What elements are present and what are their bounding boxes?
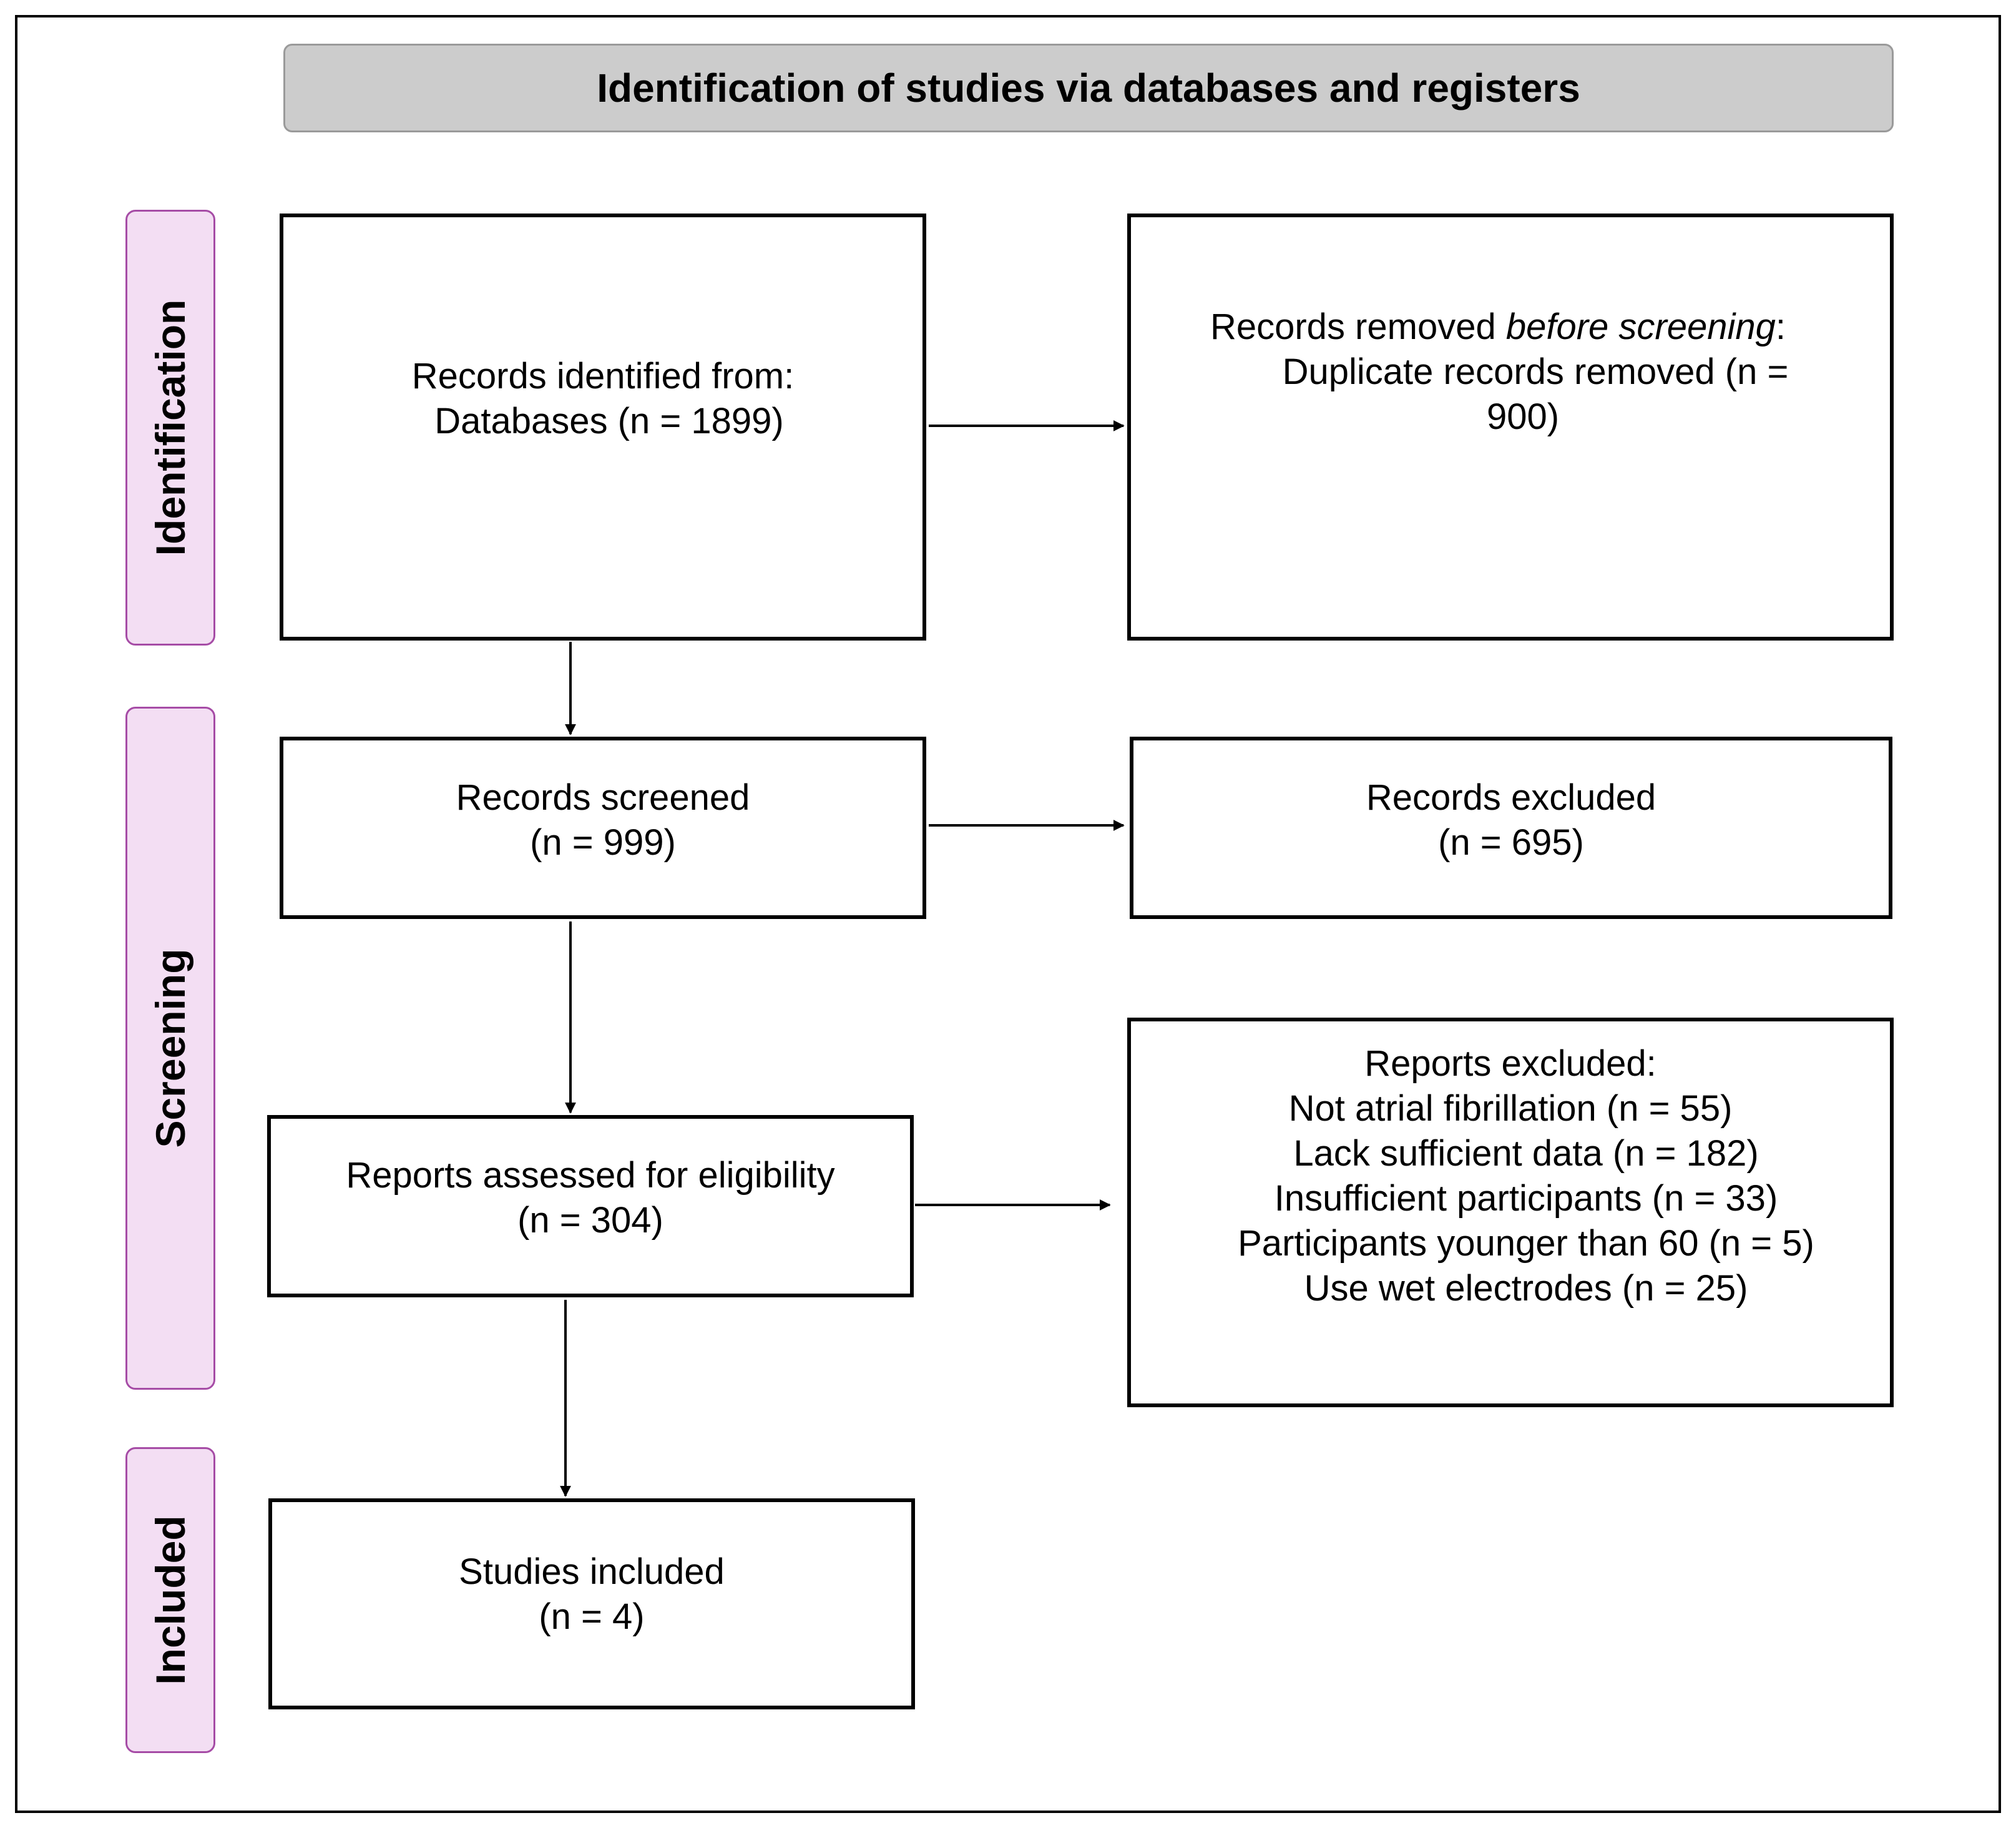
reports-assessed-box: Reports assessed for eligibility (n = 30… [267, 1115, 914, 1297]
records-screened-label: Records screened [456, 777, 750, 818]
header-banner: Identification of studies via databases … [283, 44, 1894, 132]
phase-identification: Identification [125, 210, 215, 646]
figure-frame [15, 15, 2001, 1813]
reports-excluded-reason: Lack sufficient data (n = 182) [1293, 1133, 1759, 1174]
studies-included-box: Studies included (n = 4) [268, 1498, 915, 1709]
reports-excluded-box: Reports excluded: Not atrial fibrillatio… [1127, 1018, 1894, 1407]
phase-screening: Screening [125, 707, 215, 1390]
records-removed-heading: Records removed before screening: [1210, 307, 1786, 347]
records-removed-duplicates: Duplicate records removed (n = [1282, 351, 1789, 392]
records-excluded-label: Records excluded [1366, 777, 1656, 818]
records-removed-box: Records removed before screening: Duplic… [1127, 214, 1894, 641]
reports-excluded-reason: Not atrial fibrillation (n = 55) [1288, 1088, 1733, 1129]
records-excluded-count: (n = 695) [1438, 822, 1584, 863]
reports-excluded-title: Reports excluded: [1364, 1043, 1656, 1084]
records-screened-box: Records screened (n = 999) [280, 737, 926, 919]
reports-assessed-label: Reports assessed for eligibility [346, 1155, 835, 1196]
phase-included: Included [125, 1447, 215, 1753]
records-identified-box: Records identified from: Databases (n = … [280, 214, 926, 641]
records-identified-heading: Records identified from: [411, 356, 795, 396]
records-excluded-box: Records excluded (n = 695) [1130, 737, 1892, 919]
reports-assessed-count: (n = 304) [517, 1200, 663, 1241]
reports-excluded-reason: Use wet electrodes (n = 25) [1304, 1268, 1748, 1309]
studies-included-label: Studies included [459, 1551, 725, 1592]
reports-excluded-reason: Participants younger than 60 (n = 5) [1238, 1223, 1814, 1264]
records-screened-count: (n = 999) [530, 822, 676, 863]
reports-excluded-reason: Insufficient participants (n = 33) [1274, 1178, 1778, 1219]
studies-included-count: (n = 4) [539, 1596, 645, 1637]
records-removed-count: 900) [1486, 396, 1560, 437]
records-identified-databases: Databases (n = 1899) [434, 401, 784, 441]
header-title: Identification of studies via databases … [597, 66, 1580, 111]
